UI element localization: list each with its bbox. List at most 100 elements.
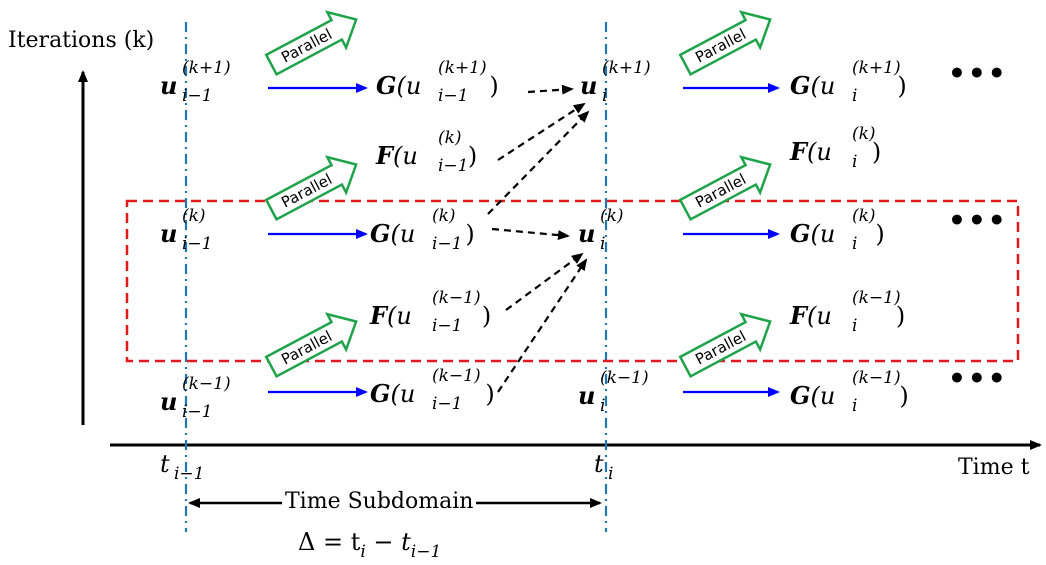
- G-prev-k-close: ): [465, 220, 475, 248]
- G-prev-km1: G(u) (k−1) i−1: [370, 368, 495, 413]
- parallel-arrow-6: Parallel: [678, 312, 772, 378]
- G-prev-km1-op: G: [370, 379, 391, 408]
- iteration-k-highlight-box: [125, 199, 1020, 363]
- dashed-arrow-Gk-to-ukp1: [487, 110, 590, 215]
- u-cur-k: u (k) i: [578, 208, 624, 253]
- G-cur-kp1-close: ): [897, 72, 907, 100]
- u-cur-kp1-base: u: [580, 71, 598, 100]
- G-cur-k-sup: (k): [852, 206, 876, 226]
- G-cur-km1-sup: (k−1): [852, 368, 901, 388]
- u-cur-k-sup: (k): [600, 206, 624, 226]
- u-cur-kp1-sup: (k+1): [602, 58, 651, 78]
- delta-lhs: Δ = t: [298, 528, 361, 556]
- parallel-arrow-3: Parallel: [264, 312, 358, 378]
- G-cur-k-close: ): [875, 220, 885, 248]
- dashed-arrow-Fk-to-ukp1: [497, 102, 586, 161]
- G-cur-k: G(u) (k) i: [790, 208, 885, 253]
- G-prev-km1-arg: (u: [390, 380, 416, 408]
- parallel-arrow-1: Parallel: [264, 10, 358, 76]
- G-prev-k-sub: i−1: [432, 234, 463, 254]
- u-cur-km1: u (k−1) i: [578, 370, 649, 415]
- G-prev-kp1-arg: (u: [396, 72, 422, 100]
- u-prev-km1-sub: i−1: [182, 402, 213, 422]
- G-prev-kp1-sup: (k+1): [438, 58, 487, 78]
- F-prev-km1-op: F: [370, 301, 388, 330]
- u-prev-kp1-base: u: [160, 71, 178, 100]
- F-cur-k: F(u) (k) i: [790, 126, 882, 171]
- delta-sub-i: i: [360, 542, 366, 562]
- F-cur-k-sub: i: [852, 152, 858, 172]
- t-prev-base: t: [160, 450, 170, 478]
- G-cur-km1-op: G: [790, 381, 811, 410]
- parallel-arrow-2: Parallel: [264, 155, 358, 221]
- F-cur-k-close: ): [871, 138, 882, 166]
- x-axis-label: Time t: [958, 455, 1030, 480]
- F-prev-k-close: ): [467, 142, 478, 170]
- G-prev-k-sup: (k): [432, 206, 456, 226]
- G-cur-k-sub: i: [852, 234, 858, 254]
- F-cur-km1-sub: i: [852, 316, 858, 336]
- parallel-arrow-4: Parallel: [678, 10, 772, 76]
- F-prev-k-sub: i−1: [438, 156, 469, 176]
- u-cur-km1-base: u: [578, 381, 596, 410]
- u-cur-km1-sub: i: [600, 396, 606, 416]
- F-prev-km1-arg: (u: [387, 302, 412, 330]
- G-prev-k-op: G: [370, 219, 391, 248]
- G-cur-km1: G(u) (k−1) i: [790, 370, 909, 415]
- t-cur-sub: i: [608, 464, 614, 484]
- G-cur-kp1-op: G: [790, 71, 811, 100]
- parallel-arrow-5: Parallel: [678, 155, 772, 221]
- G-cur-km1-sub: i: [852, 396, 858, 416]
- delta-sub-im1: i−1: [410, 542, 442, 562]
- delta-minus-t: − t: [365, 528, 411, 556]
- G-prev-k-arg: (u: [390, 220, 416, 248]
- F-prev-km1-close: ): [481, 302, 492, 330]
- F-cur-km1-sup: (k−1): [852, 288, 901, 308]
- F-prev-km1-sup: (k−1): [432, 288, 481, 308]
- F-cur-km1: F(u) (k−1) i: [790, 290, 905, 335]
- u-prev-k-sup: (k): [182, 206, 206, 226]
- G-prev-km1-close: ): [485, 380, 495, 408]
- dashed-arrow-Gkp1-to-ukp1: [527, 84, 574, 95]
- ellipsis-kp1: •••: [948, 57, 1008, 90]
- G-prev-km1-sup: (k−1): [432, 366, 481, 386]
- t-cur-base: t: [594, 450, 604, 478]
- G-cur-kp1-arg: (u: [810, 72, 836, 100]
- dashed-arrow-Gkm1-to-uk: [497, 258, 588, 393]
- ellipsis-k: •••: [948, 204, 1008, 237]
- delta-formula: Δ = ti − ti−1: [298, 528, 441, 561]
- G-prev-kp1-sub: i−1: [438, 86, 469, 106]
- G-cur-kp1-sup: (k+1): [852, 58, 901, 78]
- u-prev-kp1-sub: i−1: [182, 86, 213, 106]
- F-cur-km1-arg: (u: [807, 302, 832, 330]
- u-prev-kp1-sup: (k+1): [182, 58, 231, 78]
- u-prev-km1: u (k−1) i−1: [160, 376, 231, 421]
- G-prev-km1-sub: i−1: [432, 394, 463, 414]
- u-cur-kp1: u (k+1) i: [580, 60, 651, 105]
- t-prev-sub: i−1: [174, 464, 205, 484]
- ellipsis-km1: •••: [948, 362, 1008, 395]
- F-prev-k-arg: (u: [393, 142, 418, 170]
- F-prev-km1-sub: i−1: [432, 316, 463, 336]
- u-prev-km1-sup: (k−1): [182, 374, 231, 394]
- time-subdomain-label: Time Subdomain: [282, 491, 477, 513]
- G-cur-k-op: G: [790, 219, 811, 248]
- u-prev-km1-base: u: [160, 387, 178, 416]
- dashed-arrow-Fkm1-to-uk: [505, 252, 584, 311]
- G-cur-km1-arg: (u: [810, 382, 836, 410]
- F-prev-k-op: F: [376, 141, 394, 170]
- F-cur-k-op: F: [790, 137, 808, 166]
- G-cur-km1-close: ): [899, 382, 909, 410]
- u-prev-k-base: u: [160, 219, 178, 248]
- F-prev-km1: F(u) (k−1) i−1: [370, 290, 492, 335]
- u-cur-kp1-sub: i: [602, 86, 608, 106]
- u-prev-kp1: u (k+1) i−1: [160, 60, 231, 105]
- u-cur-km1-sup: (k−1): [600, 368, 649, 388]
- G-cur-k-arg: (u: [810, 220, 836, 248]
- u-prev-k-sub: i−1: [182, 234, 213, 254]
- G-prev-k: G(u) (k) i−1: [370, 208, 475, 253]
